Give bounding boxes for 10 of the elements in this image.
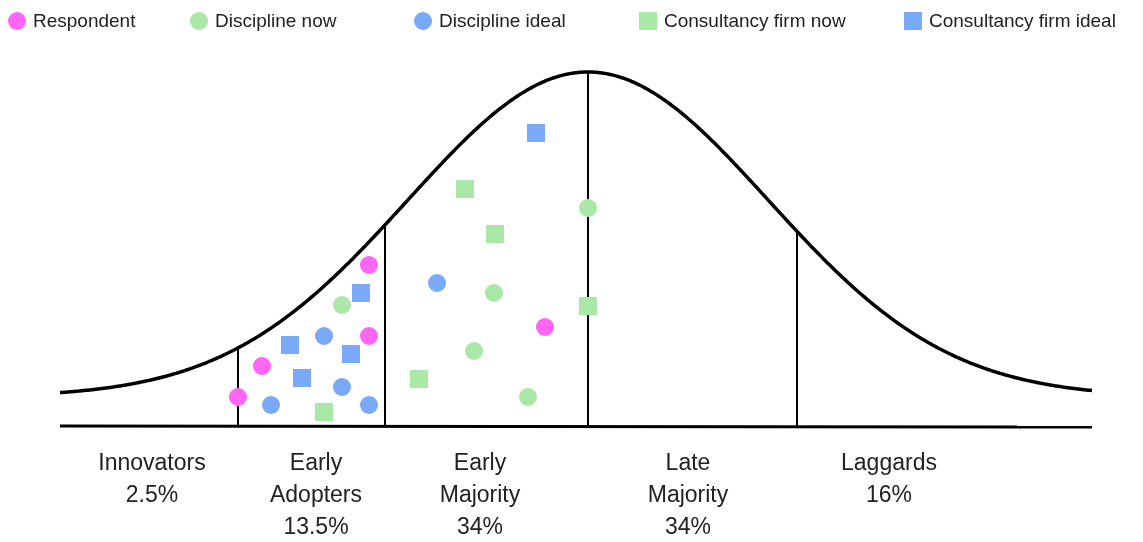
legend-label: Consultancy firm now [664, 9, 846, 33]
category-label: Early Adopters 13.5% [268, 448, 364, 541]
legend-label: Respondent [33, 9, 136, 33]
category-label: Innovators 2.5% [97, 448, 207, 509]
category-label: Early Majority 34% [438, 448, 522, 541]
legend-label: Discipline now [215, 9, 337, 33]
legend-label: Discipline ideal [439, 9, 566, 33]
legend-label: Consultancy firm ideal [929, 9, 1116, 33]
category-label: Laggards 16% [840, 448, 938, 509]
category-label: Late Majority 34% [646, 448, 730, 541]
